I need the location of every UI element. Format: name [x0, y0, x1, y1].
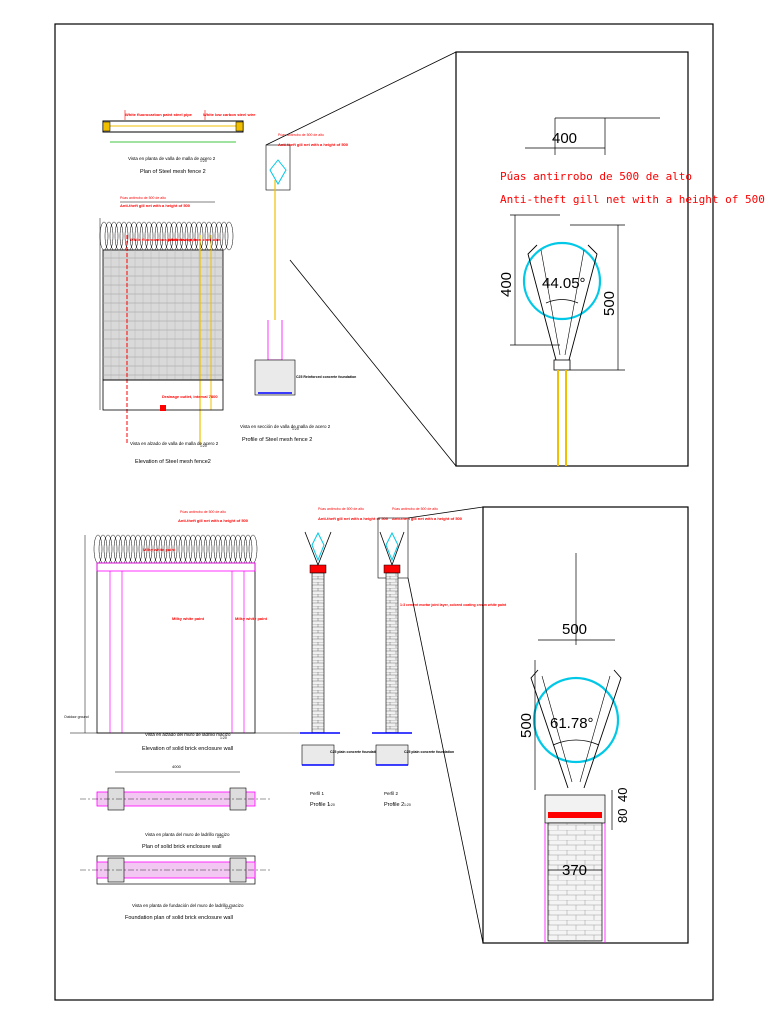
wall-plan-title: Plan of solid brick enclosure wall	[142, 844, 221, 850]
profile-1-base-label: C25 plain concrete foundation	[330, 750, 380, 754]
wall-foundation-scale: 1:20	[225, 906, 232, 910]
sheet-border	[54, 23, 714, 1001]
fence-profile-scale: 1:20	[292, 427, 299, 431]
profile-2-scale: 1:20	[404, 803, 411, 807]
profile-2-title-es: Perfil 2	[384, 791, 399, 796]
wall-elev-title: Elevation of solid brick enclosure wall	[142, 746, 233, 752]
fence-plan-title: Plan of Steel mesh fence 2	[140, 169, 206, 175]
profile-1-title: Profile 1	[310, 802, 330, 808]
fence-profile-title: Profile of Steel mesh fence 2	[242, 437, 312, 443]
fence-profile-base-label: C25 Reinforced concrete foundation	[296, 375, 356, 379]
fence-elev-title: Elevation of Steel mesh fence2	[135, 459, 211, 465]
wall-elev-title-es: Vista en alzado del muro de ladrillo mac…	[145, 732, 231, 737]
wall-foundation-title-es: Vista en planta de fundación del muro de…	[132, 903, 244, 908]
profile-1-top-es: Púas antirrobo de 500 de alto	[318, 507, 364, 511]
wall-plan-dim: 4000	[172, 764, 182, 769]
fence-plan-scale: 1:20	[200, 159, 207, 163]
wall-plan-title-es: Vista en planta del muro de ladrillo mac…	[145, 832, 230, 837]
detail-top-angle: 44.05°	[542, 275, 586, 292]
wall-foundation-title: Foundation plan of solid brick enclosure…	[125, 915, 233, 921]
fence-elev-wire-label: White low carbon steel wire	[168, 237, 221, 242]
wall-elev-ground-label: Outdoor ground	[64, 715, 89, 719]
detail-bottom-dim-height: 500	[518, 713, 535, 738]
fence-profile-top-label: Anti-theft gill net with a height of 500	[278, 142, 349, 147]
detail-top-box: 400 Púas antirrobo de 500 de alto Anti-t…	[455, 51, 765, 467]
wall-plan-scale: 1:20	[217, 835, 224, 839]
wall-elev-scale: 1:20	[220, 736, 227, 740]
profile-2-top-es: Púas antirrobo de 500 de alto	[392, 507, 438, 511]
wall-elevation-view: Púas antirrobo de 500 de alto Anti-theft…	[64, 510, 300, 752]
detail-bottom-box: 500 61.78° 500 370 80 40	[482, 506, 689, 944]
wall-elev-paint-label2: Milky white paint	[235, 616, 268, 621]
profile-2-base-label: C25 plain concrete foundation	[404, 750, 454, 754]
fence-elevation-view: Púas antirrobo de 500 de alto Anti-theft…	[99, 196, 234, 465]
fence-elev-scale: 1:20	[200, 444, 207, 448]
wall-foundation-view: Vista en planta de fundación del muro de…	[80, 855, 270, 921]
detail-top-dim-left: 400	[498, 272, 515, 297]
profile-1-title-es: Perfil 1	[310, 791, 325, 796]
fence-plan-label-right: White low carbon steel wire	[203, 112, 256, 117]
detail-bottom-angle: 61.78°	[550, 715, 594, 732]
detail-bottom-dim-cap: 80	[615, 809, 630, 823]
fence-plan-view: White fluorocarbon paint steel pipe Whit…	[102, 110, 256, 175]
detail-top-dim-width: 400	[552, 130, 577, 147]
detail-top-dim-right: 500	[601, 291, 618, 316]
wall-elev-cap-label: Milky white paint	[143, 547, 176, 552]
fence-profile-title-es: Vista en sección de valla de malla de ac…	[240, 424, 331, 429]
detail-top-title-en: Anti-theft gill net with a height of 500	[500, 193, 765, 206]
profile-1-scale: 1:20	[328, 803, 335, 807]
wall-elev-top-label: Anti-theft gill net with a height of 500	[178, 518, 249, 523]
fence-elev-drain-label: Drainage outlet, interval 7800	[162, 394, 218, 399]
profile-2-top-label: Anti-theft gill net with a height of 500	[392, 516, 463, 521]
fence-elev-post-label: White fluorocarbon paint steel pipe	[130, 237, 198, 242]
fence-profile-top-es: Púas antirrobo de 500 de alto	[278, 133, 324, 137]
wall-elev-paint-label: Milky white paint	[172, 616, 205, 621]
profile-1-top-label: Anti-theft gill net with a height of 500	[318, 516, 389, 521]
coil-loop	[219, 221, 229, 251]
detail-bottom-dim-width: 500	[562, 621, 587, 638]
profile-2-title: Profile 2	[384, 802, 404, 808]
detail-bottom-dim-cap2: 40	[615, 788, 630, 802]
fence-elev-top-label: Anti-theft gill net with a height of 500	[120, 203, 191, 208]
profile-1-view: Púas antirrobo de 500 de alto Anti-theft…	[300, 507, 389, 808]
fence-plan-label-left: White fluorocarbon paint steel pipe	[125, 112, 193, 117]
coil-loop	[224, 221, 234, 251]
detail-top-title-es: Púas antirrobo de 500 de alto	[500, 170, 692, 183]
fence-profile-view: Púas antirrobo de 500 de alto Anti-theft…	[240, 133, 356, 443]
fence-elev-title-es: Vista en alzado de valla de malla de ace…	[130, 441, 219, 446]
wall-plan-view: 4000 Vista en planta del muro de ladrill…	[80, 764, 270, 850]
profile-2-side-label: 1:3 cement mortar joint layer, colored c…	[400, 603, 507, 607]
wall-elev-top-es: Púas antirrobo de 500 de alto	[180, 510, 226, 514]
detail-bottom-dim-wall: 370	[562, 862, 587, 879]
profile-2-view: Púas antirrobo de 500 de alto Anti-theft…	[372, 507, 507, 808]
fence-elev-top-label-es: Púas antirrobo de 500 de alto	[120, 196, 166, 200]
fence-plan-title-es: Vista en planta de valla de malla de ace…	[128, 156, 216, 161]
